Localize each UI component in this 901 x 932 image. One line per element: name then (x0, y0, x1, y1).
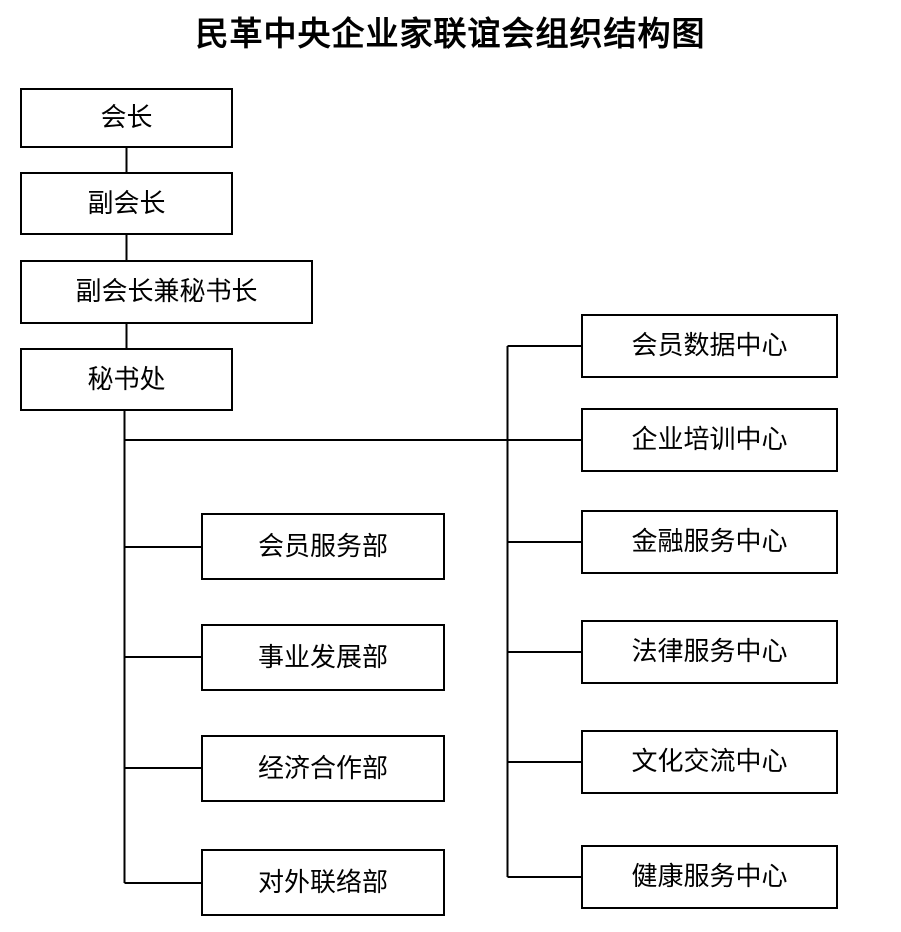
node-business-development-dept[interactable]: 事业发展部 (201, 624, 445, 691)
node-label-legal-service-center: 法律服务中心 (631, 637, 788, 667)
node-external-liaison-dept[interactable]: 对外联络部 (201, 849, 445, 916)
node-label-member-service-dept: 会员服务部 (257, 531, 388, 562)
node-enterprise-training-center[interactable]: 企业培训中心 (581, 408, 838, 472)
node-label-external-liaison-dept: 对外联络部 (257, 867, 388, 898)
node-secretariat[interactable]: 秘书处 (20, 348, 233, 411)
node-member-data-center[interactable]: 会员数据中心 (581, 314, 838, 378)
node-health-service-center[interactable]: 健康服务中心 (581, 845, 838, 909)
node-culture-exchange-center[interactable]: 文化交流中心 (581, 730, 838, 794)
node-label-health-service-center: 健康服务中心 (631, 862, 788, 892)
node-vice-president[interactable]: 副会长 (20, 172, 233, 235)
node-label-enterprise-training-center: 企业培训中心 (631, 425, 788, 455)
node-label-president: 会长 (100, 103, 153, 133)
node-president[interactable]: 会长 (20, 88, 233, 148)
node-label-vice-president: 副会长 (87, 188, 166, 219)
node-label-financial-service-center: 金融服务中心 (631, 527, 788, 557)
node-label-member-data-center: 会员数据中心 (631, 331, 788, 361)
node-label-economic-cooperation-dept: 经济合作部 (257, 753, 388, 784)
page-title: 民革中央企业家联谊会组织结构图 (195, 14, 706, 53)
node-label-business-development-dept: 事业发展部 (257, 642, 388, 673)
node-vp-secretary-general[interactable]: 副会长兼秘书长 (20, 260, 313, 324)
node-economic-cooperation-dept[interactable]: 经济合作部 (201, 735, 445, 802)
node-label-vp-secretary-general: 副会长兼秘书长 (75, 277, 258, 307)
node-financial-service-center[interactable]: 金融服务中心 (581, 510, 838, 574)
node-member-service-dept[interactable]: 会员服务部 (201, 513, 445, 580)
node-label-culture-exchange-center: 文化交流中心 (631, 747, 788, 777)
node-label-secretariat: 秘书处 (87, 364, 166, 395)
node-legal-service-center[interactable]: 法律服务中心 (581, 620, 838, 684)
